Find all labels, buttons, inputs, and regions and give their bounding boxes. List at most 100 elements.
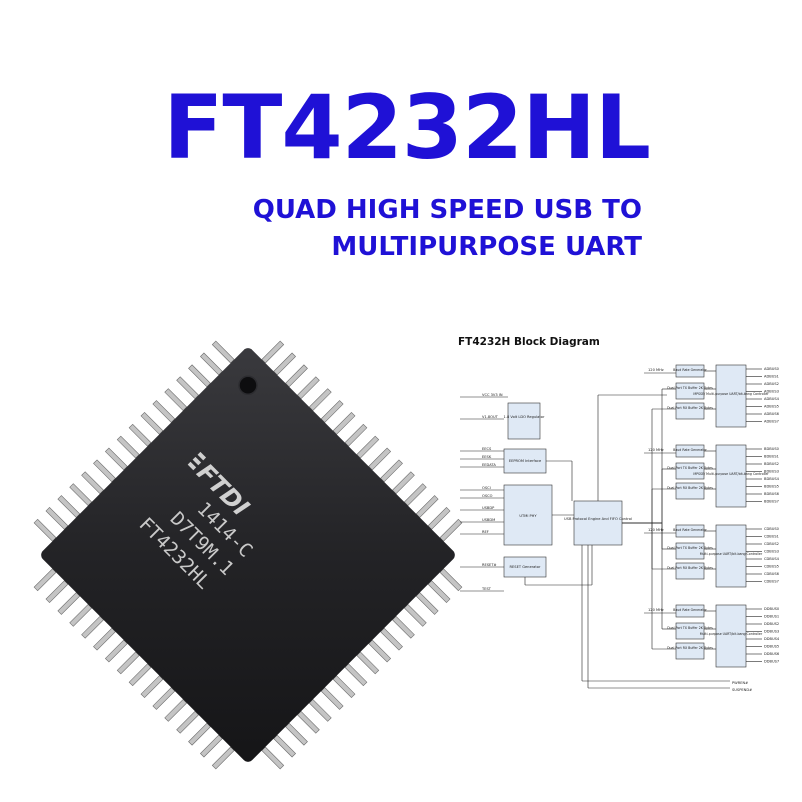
left-signal-label: EEDATA [482, 463, 496, 467]
bus-pin-label: ADBUS3 [764, 390, 779, 394]
left-signal-label: OSCO [482, 494, 493, 498]
tx-label: Dual Port TX Buffer 2K Bytes [667, 466, 713, 470]
clock-label: 120 MHz [648, 608, 664, 612]
tx-label: Dual Port TX Buffer 2K Bytes [667, 546, 713, 550]
chip-pin [45, 580, 69, 604]
chip-pin [297, 376, 320, 400]
left-signal-label: OSCI [482, 486, 491, 490]
chip-pin [176, 710, 199, 734]
bus-pin-label: BDBUS3 [764, 470, 779, 474]
baud-label: Baud Rate Generator [673, 528, 707, 532]
bus-pin-label: ADBUS7 [764, 420, 779, 424]
chip-pin [69, 604, 93, 627]
chip-pin [57, 592, 81, 615]
chip-pin [211, 340, 235, 364]
bus-pin-label: ADBUS4 [764, 397, 780, 401]
chip-pin [392, 615, 415, 639]
chip-pin [81, 471, 104, 495]
chip-pin [164, 699, 188, 722]
bus-pin-label: DDBUS5 [764, 645, 779, 649]
rx-buffer [675, 562, 705, 580]
pwren-label: PWREN# [732, 681, 748, 685]
tx-buffer [675, 462, 705, 480]
chip-pin [33, 518, 57, 542]
subtitle-line-2: MULTIPURPOSE UART [331, 232, 642, 262]
chip-pin [33, 568, 57, 592]
left-signal-label: TEST [481, 587, 492, 591]
uart-controller [715, 364, 747, 428]
chip-pin [403, 604, 427, 627]
chip-pin [273, 352, 297, 376]
chip-pin [140, 675, 164, 699]
product-subtitle: QUAD HIGH SPEED USB TO MULTIPURPOSE UART [122, 192, 642, 266]
chip-pin [344, 423, 368, 447]
baud-generator [675, 444, 705, 458]
reset-block [503, 556, 547, 578]
chip-pin [93, 459, 116, 483]
bus-pin-label: DDBUS7 [764, 660, 779, 664]
chip-pin [69, 483, 93, 506]
tx-buffer [675, 622, 705, 640]
chip-pin [308, 699, 332, 722]
subtitle-line-1: QUAD HIGH SPEED USB TO [252, 195, 642, 225]
rx-label: Dual Port RX Buffer 2K Bytes [667, 486, 713, 490]
chip-pin [285, 722, 308, 746]
chip-pin [297, 710, 320, 734]
diagram-wires [460, 368, 762, 689]
chip-pin [176, 376, 199, 400]
tx-buffer [675, 382, 705, 400]
chip-pin [332, 675, 356, 699]
chip-pin [199, 734, 223, 758]
chip-photo: FTDI 1414-C D7T9M.1 FT4232HL [33, 340, 463, 770]
chip-pin [116, 435, 140, 459]
chip-pin [344, 663, 368, 687]
usb-engine-label: USB Protocol Engine And FIFO Control [564, 517, 632, 521]
chip-pin [199, 352, 223, 376]
bus-pin-label: DDBUS2 [764, 622, 779, 626]
chip-pin [104, 447, 128, 471]
utmi-phy-block [503, 484, 553, 546]
chip-body [41, 348, 455, 762]
left-signal-label: USBDM [482, 518, 495, 522]
chip-pin [380, 627, 403, 651]
product-title: FT4232HL [163, 76, 651, 179]
block-diagram: 1.8 Volt LDO Regulator EEPROM Interface … [460, 364, 780, 692]
chip-pin [368, 639, 392, 663]
bus-pin-label: ADBUS1 [764, 375, 779, 379]
chip-pin [188, 722, 211, 746]
rx-buffer [675, 642, 705, 660]
bus-pin-label: BDBUS7 [764, 500, 779, 504]
chip-pin [164, 388, 188, 411]
rx-label: Dual Port RX Buffer 2K Bytes [667, 406, 713, 410]
chip-pin [140, 411, 164, 435]
baud-label: Baud Rate Generator [673, 448, 707, 452]
bus-pin-label: BDBUS1 [764, 455, 779, 459]
baud-generator [675, 364, 705, 378]
chip-pin [211, 746, 235, 770]
controller-label: MPSSE/ Multi-purpose UART/bit-bang Contr… [693, 392, 769, 396]
chip-pin [320, 687, 344, 710]
controller-label: MPSSE/ Multi-purpose UART/bit-bang Contr… [693, 472, 769, 476]
baud-label: Baud Rate Generator [673, 368, 707, 372]
ldo-block [507, 402, 541, 440]
chip-pin [116, 651, 140, 675]
chip-pin [104, 639, 128, 663]
bus-pin-label: CDBUS7 [764, 580, 779, 584]
chip-pin [285, 364, 308, 388]
left-signal-label: EESK [482, 455, 492, 459]
chip-pin [392, 471, 415, 495]
utmi-phy-label: UTMI PHY [519, 514, 537, 518]
chip-pin [439, 568, 463, 592]
bus-pin-label: CDBUS4 [764, 557, 780, 561]
chip-pin [152, 687, 176, 710]
bus-pin-label: DDBUS0 [764, 607, 780, 611]
bus-pin-label: ADBUS0 [764, 367, 780, 371]
tx-label: Dual Port TX Buffer 2K Bytes [667, 386, 713, 390]
controller-label: Multi-purpose UART/bit-bang Controller [700, 552, 763, 556]
left-signal-label: VCC 3V3 IN [482, 393, 503, 397]
controller-label: Multi-purpose UART/bit-bang Controller [700, 632, 763, 636]
bus-pin-label: BDBUS6 [764, 492, 780, 496]
